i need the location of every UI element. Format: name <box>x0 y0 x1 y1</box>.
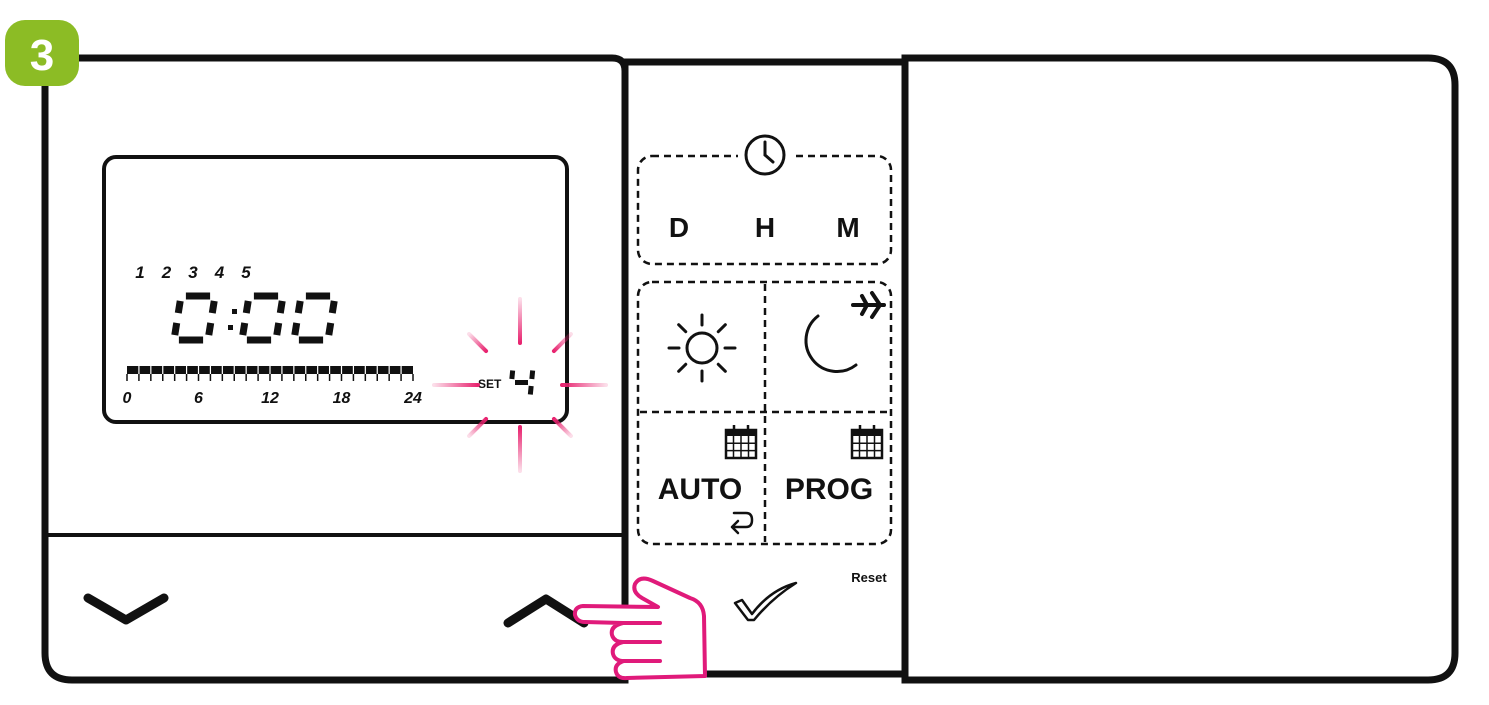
step-badge: 3 <box>5 20 79 86</box>
moon-icon <box>804 314 858 373</box>
airplane-icon <box>851 291 886 319</box>
program-day-2: 2 <box>161 263 172 282</box>
timeline-tick-label: 18 <box>333 390 351 407</box>
chevron-down-icon[interactable] <box>83 593 169 625</box>
timeline-tick-label: 12 <box>261 390 279 407</box>
timeline-tick-label: 24 <box>403 390 422 407</box>
calendar-icon <box>850 425 884 460</box>
time-display <box>171 292 338 344</box>
timeline-tick-label: 0 <box>123 390 132 407</box>
step-number: 3 <box>30 31 54 80</box>
program-day-5: 5 <box>241 263 251 282</box>
program-day-4: 4 <box>214 263 225 282</box>
calendar-icon <box>724 425 758 460</box>
program-day-1: 1 <box>135 263 144 282</box>
blink-indicator <box>432 297 608 473</box>
minute-button[interactable]: M <box>836 212 859 243</box>
pointing-hand-icon <box>572 576 707 681</box>
blink-ray <box>551 416 573 438</box>
time-digit <box>171 292 218 344</box>
auto-button[interactable]: AUTO <box>642 415 762 541</box>
sun-icon <box>667 313 737 383</box>
blink-ray <box>467 416 489 438</box>
blink-ray <box>551 332 573 354</box>
blink-ray <box>467 332 489 354</box>
auto-label: AUTO <box>658 473 742 506</box>
prog-button[interactable]: PROG <box>768 415 888 541</box>
set-value-digit <box>509 370 536 395</box>
reset-button[interactable]: Reset <box>851 570 887 585</box>
return-icon <box>730 511 754 535</box>
time-digit <box>239 292 286 344</box>
timeline-tick-label: 6 <box>194 390 203 407</box>
device-right-body <box>901 54 1459 684</box>
set-label: SET <box>478 377 502 391</box>
timeline-bar: 0 6 12 18 24 <box>123 366 422 407</box>
chevron-up-icon[interactable] <box>503 594 589 628</box>
time-digit <box>291 292 338 344</box>
day-button[interactable]: D <box>669 212 689 243</box>
set-value <box>509 370 536 395</box>
clock-button-group[interactable]: D H M <box>636 134 893 266</box>
hour-button[interactable]: H <box>755 212 775 243</box>
program-day-3: 3 <box>188 263 198 282</box>
prog-label: PROG <box>785 473 873 506</box>
comfort-button[interactable] <box>642 286 762 409</box>
economy-button[interactable] <box>768 286 888 409</box>
clock-icon <box>744 134 786 176</box>
set-value-text: 4 <box>0 0 1 1</box>
checkmark-icon[interactable] <box>733 581 798 622</box>
mode-button-grid <box>636 280 893 546</box>
